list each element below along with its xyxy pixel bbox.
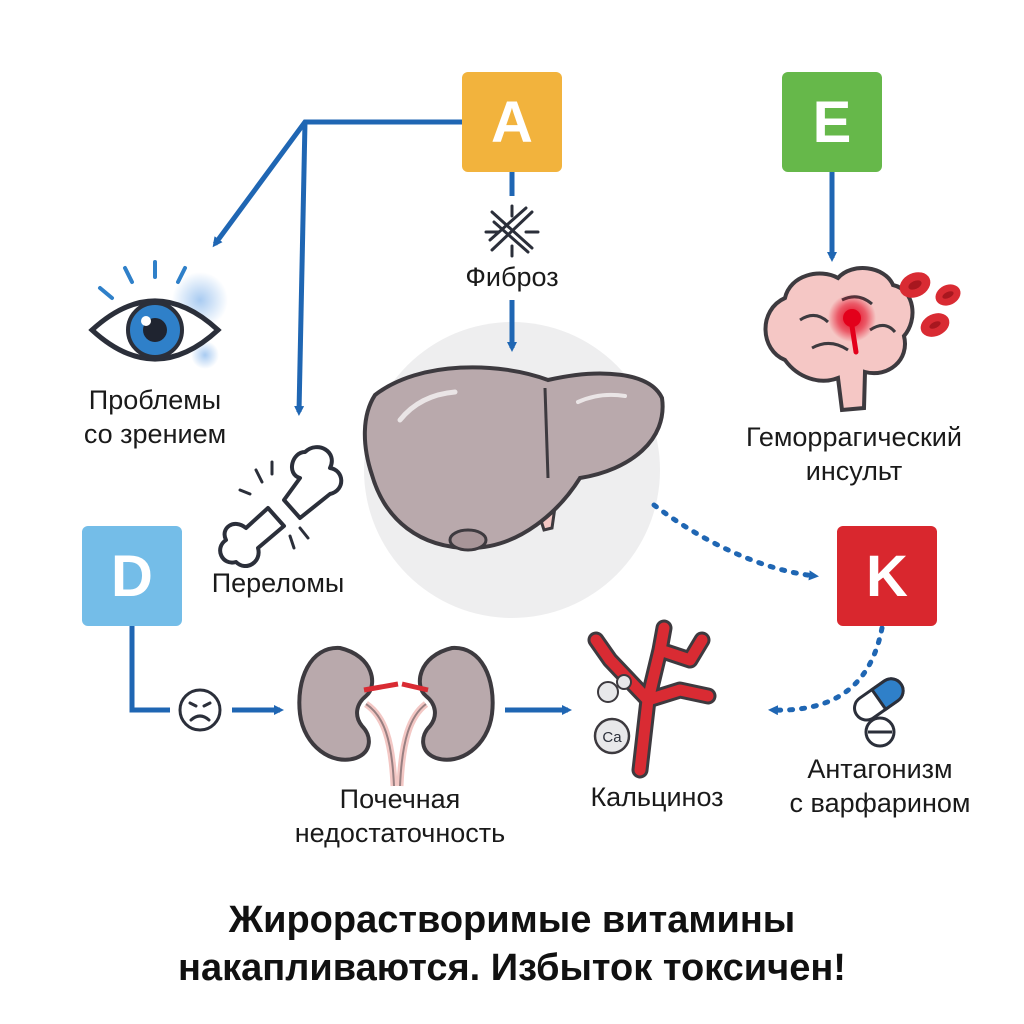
arrow-liver-to-k — [651, 502, 819, 581]
arrow-a-to-vision — [212, 119, 462, 248]
brain-icon — [763, 266, 915, 413]
fractures-label: Переломы — [211, 568, 345, 598]
vitamin-k-letter: K — [866, 543, 908, 609]
vitamin-e-box: E — [782, 72, 882, 172]
kidney-left-icon — [297, 645, 399, 787]
eye-icon — [88, 260, 228, 369]
warfarin-antagonism-label: Антагонизм с варфарином — [789, 754, 971, 818]
arrow-a-to-fractures — [294, 121, 308, 416]
vision-problems-label: Проблемы со зрением — [83, 385, 227, 449]
pills-icon — [853, 677, 905, 748]
stroke-label: Геморрагический инсульт — [746, 422, 962, 486]
arrow-k-to-warfarin — [768, 625, 885, 716]
kidney-failure-label: Почечная недостаточность — [294, 784, 506, 848]
calcium-badge-text: Ca — [602, 729, 622, 746]
fibrosis-label: Фиброз — [465, 262, 559, 292]
vitamin-a-letter: A — [491, 89, 533, 155]
kidney-right-icon — [396, 645, 495, 787]
calcified-artery-icon: Ca — [587, 619, 717, 779]
liver-icon — [362, 365, 665, 552]
vitamin-k-box: K — [837, 526, 937, 626]
calcinosis-label: Кальциноз — [590, 782, 724, 812]
vitamin-d-box: D — [82, 526, 182, 626]
vitamin-d-letter: D — [111, 543, 153, 609]
blood-cells-icon — [899, 272, 961, 337]
fibrosis-icon — [484, 204, 540, 258]
sad-face-icon — [178, 688, 222, 732]
broken-bone-icon — [218, 445, 344, 568]
arrow-d-to-kidney — [129, 626, 284, 715]
vitamin-e-letter: E — [812, 89, 852, 155]
footer-caption: Жирорастворимые витамины накапливаются. … — [178, 899, 846, 989]
vitamin-a-box: A — [462, 72, 562, 172]
